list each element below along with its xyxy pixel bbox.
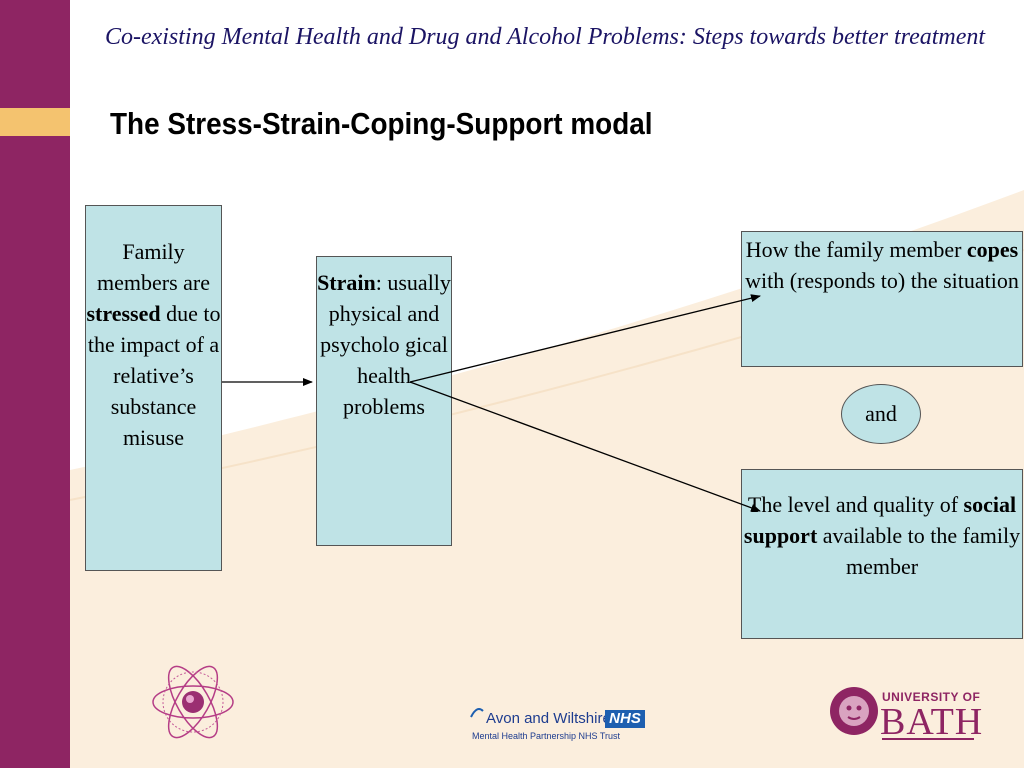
strain-text-bold: Strain (317, 270, 376, 295)
nhs-trust-name: Avon and Wiltshire (486, 710, 611, 727)
support-text-bold: social support (743, 492, 1017, 548)
and-oval: and (841, 384, 921, 444)
research-atom-logo (152, 665, 234, 739)
support-text-before: The level and quality of (747, 492, 964, 517)
stress-text-bold: stressed (86, 301, 161, 326)
support-box: The level and quality of social support … (741, 469, 1023, 639)
support-text-after: available to the family member (817, 523, 1021, 579)
coping-box: How the family member copes with (respon… (741, 231, 1023, 367)
university-underline (882, 738, 974, 740)
university-name: BATH (880, 701, 984, 743)
coping-text-before: How the family member (745, 237, 967, 262)
slide-title: The Stress-Strain-Coping-Support modal (110, 106, 653, 141)
slide-subtitle: Co-existing Mental Health and Drug and A… (104, 24, 986, 50)
sidebar-stripe (0, 108, 70, 136)
coping-text-after: with (responds to) the situation (745, 268, 1019, 293)
coping-text-bold: copes (966, 237, 1019, 262)
nhs-badge: NHS (605, 710, 645, 728)
stress-text-after: due to the impact of a relative’s substa… (87, 301, 221, 450)
bath-seal-icon (830, 687, 878, 735)
stress-text-before: Family members are (97, 239, 210, 295)
nhs-swoosh-icon (470, 708, 484, 718)
university-prefix: UNIVERSITY OF (882, 690, 981, 704)
stress-box: Family members are stressed due to the i… (85, 205, 222, 571)
nhs-trust-subtitle: Mental Health Partnership NHS Trust (472, 731, 621, 741)
strain-box: Strain: usually physical and psycholo gi… (316, 256, 452, 546)
